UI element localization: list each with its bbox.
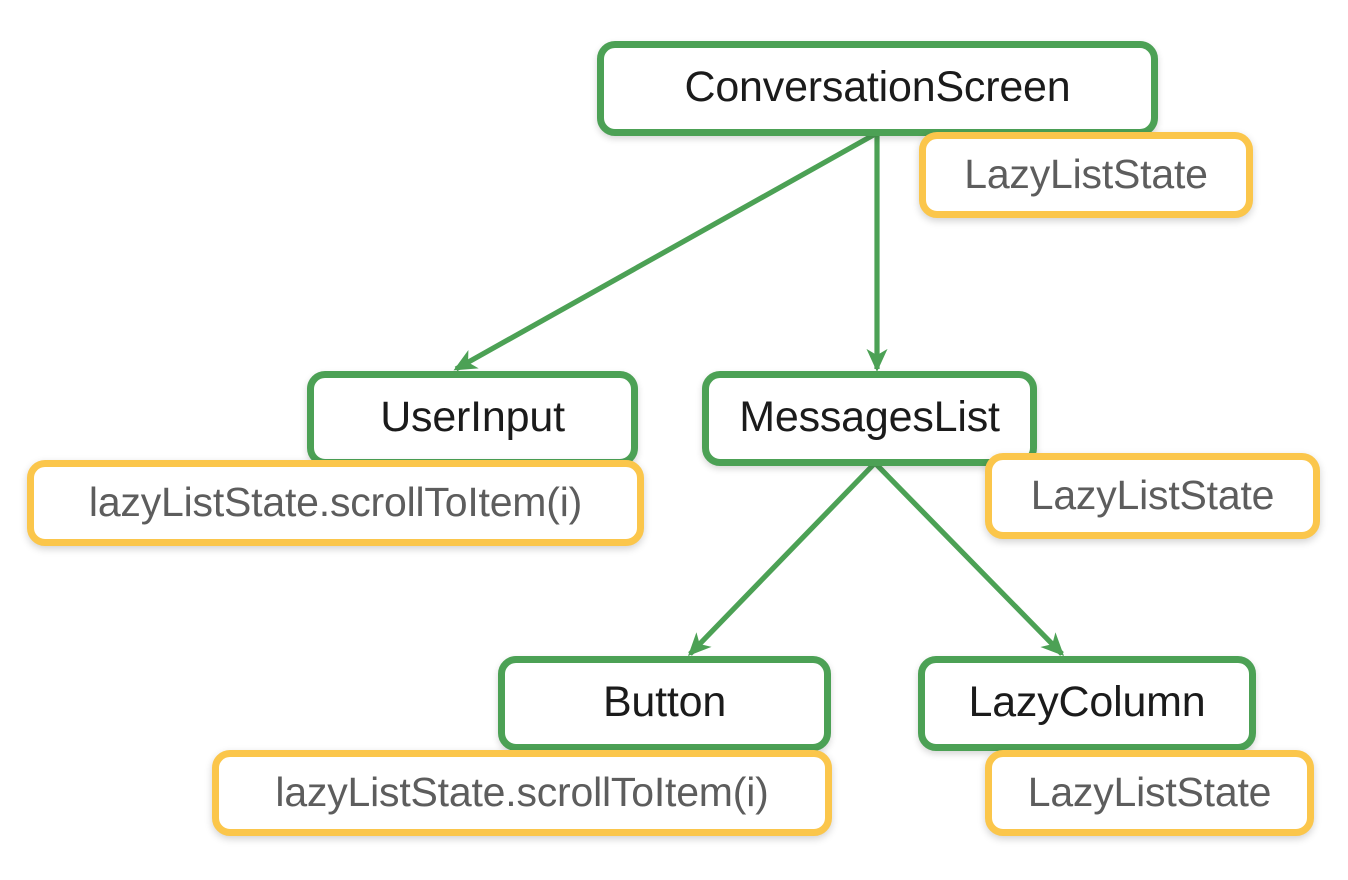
node-lazyliststate-root-label: LazyListState	[964, 150, 1208, 197]
node-user-input-label: UserInput	[380, 393, 565, 441]
node-scroll-to-item-button[interactable]: lazyListState.scrollToItem(i)	[212, 750, 832, 836]
edge-messageslist-button	[688, 461, 877, 657]
node-lazyliststate-column[interactable]: LazyListState	[985, 750, 1314, 836]
node-lazy-column-label: LazyColumn	[968, 678, 1206, 726]
node-button[interactable]: Button	[498, 656, 831, 751]
node-conversation-screen-label: ConversationScreen	[684, 63, 1071, 111]
node-lazyliststate-root[interactable]: LazyListState	[919, 132, 1253, 218]
node-conversation-screen[interactable]: ConversationScreen	[597, 41, 1158, 136]
edge-conversationscreen-userinput	[453, 130, 879, 372]
node-user-input[interactable]: UserInput	[307, 371, 638, 466]
node-scroll-to-item-user-input-label: lazyListState.scrollToItem(i)	[88, 478, 583, 525]
node-scroll-to-item-user-input[interactable]: lazyListState.scrollToItem(i)	[27, 460, 644, 546]
node-messages-list-label: MessagesList	[739, 393, 1000, 441]
node-lazy-column[interactable]: LazyColumn	[918, 656, 1256, 751]
node-button-label: Button	[602, 678, 727, 726]
node-messages-list[interactable]: MessagesList	[702, 371, 1037, 466]
node-lazyliststate-column-label: LazyListState	[1027, 768, 1272, 815]
node-lazyliststate-messages-label: LazyListState	[1030, 471, 1275, 518]
node-scroll-to-item-button-label: lazyListState.scrollToItem(i)	[275, 768, 769, 815]
node-lazyliststate-messages[interactable]: LazyListState	[985, 453, 1320, 539]
